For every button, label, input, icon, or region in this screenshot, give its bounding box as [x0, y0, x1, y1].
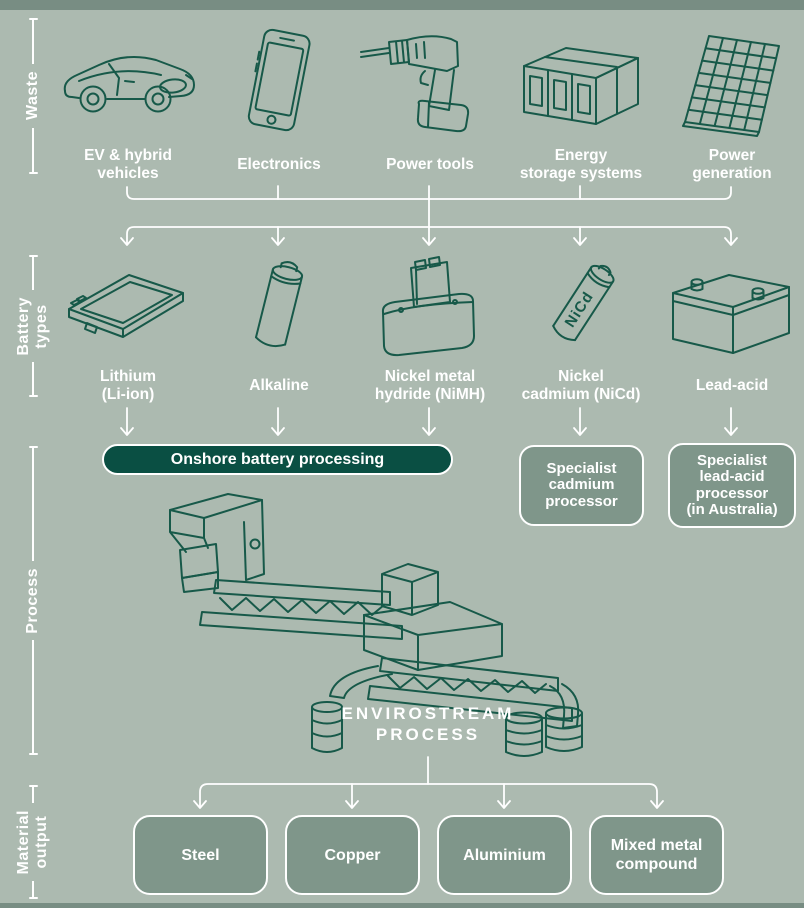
battery-label-lead-acid: Lead-acid [695, 377, 769, 394]
car-icon [63, 55, 195, 112]
battery-label-nimh: Nickel metal hydride (NiMH) [374, 368, 486, 403]
waste-item-energy-storage [501, 22, 661, 140]
waste-label-power-tools: Power tools [386, 156, 474, 173]
rail-line [32, 362, 34, 396]
rail-line [32, 787, 34, 803]
liion-pouch-battery-icon [68, 274, 184, 338]
rail-tick [28, 446, 38, 448]
rail-line [32, 881, 34, 897]
envirostream-process-caption: ENVIROSTREAM PROCESS [341, 704, 515, 744]
nicd-cell-icon: NiCd [552, 264, 615, 342]
top-border-band [0, 0, 804, 10]
specialist-lead-acid-box: Specialist lead-acid processor (in Austr… [668, 443, 796, 528]
battery-bank-icon [523, 47, 639, 125]
waste-label-power-generation: Power generation [692, 147, 772, 182]
waste-item-electronics [199, 22, 359, 140]
battery-item-nimh [350, 256, 510, 358]
section-label-battery-types: Battery types [15, 296, 50, 356]
battery-item-alkaline [199, 256, 359, 358]
waste-label-energy-storage: Energy storage systems [519, 147, 643, 182]
rail-tick [28, 18, 38, 20]
waste-label-ev: EV & hybrid vehicles [84, 147, 172, 182]
section-rail-material-output: Material output [12, 785, 54, 899]
waste-item-power-generation [652, 22, 804, 140]
nicd-cell-label: NiCd [562, 289, 597, 331]
waste-item-ev [48, 22, 208, 140]
rail-tick [28, 753, 38, 756]
bottom-border-band [0, 903, 804, 908]
onshore-processing-banner: Onshore battery processing [102, 444, 453, 475]
battery-label-nicd: Nickel cadmium (NiCd) [521, 368, 641, 403]
drill-icon [360, 35, 470, 133]
battery-item-lead-acid [652, 256, 804, 358]
rail-tick [28, 255, 38, 257]
rail-line [32, 448, 34, 561]
waste-label-electronics: Electronics [237, 156, 321, 173]
rail-tick [28, 395, 38, 398]
rail-line [32, 257, 34, 290]
lead-acid-battery-icon [672, 273, 790, 354]
battery-item-liion [48, 256, 208, 358]
output-box-aluminium: Aluminium [437, 815, 572, 895]
battery-item-nicd: NiCd [501, 256, 661, 358]
waste-item-power-tools [350, 22, 510, 140]
rail-line [32, 20, 34, 65]
recycling-machine-illustration [169, 493, 583, 757]
solar-panel-icon [682, 34, 780, 137]
section-label-material-output: Material output [15, 809, 50, 875]
output-box-mixed-metal: Mixed metal compound [589, 815, 724, 895]
smartphone-icon [247, 28, 311, 131]
rail-line [32, 127, 34, 172]
battery-label-liion: Lithium (Li-ion) [100, 368, 156, 403]
rail-tick [28, 897, 38, 899]
rail-tick [28, 172, 38, 174]
output-box-copper: Copper [285, 815, 420, 895]
section-label-process: Process [24, 567, 41, 634]
specialist-cadmium-box: Specialist cadmium processor [519, 445, 644, 526]
section-rail-battery-types: Battery types [12, 255, 54, 398]
alkaline-cell-icon [254, 261, 304, 348]
section-rail-process: Process [12, 446, 54, 756]
nimh-pack-icon [381, 256, 475, 357]
rail-tick [28, 785, 38, 787]
battery-label-alkaline: Alkaline [249, 377, 309, 394]
output-box-steel: Steel [133, 815, 268, 895]
rail-line [32, 640, 34, 754]
section-label-waste: Waste [24, 71, 41, 121]
section-rail-waste: Waste [12, 18, 54, 174]
